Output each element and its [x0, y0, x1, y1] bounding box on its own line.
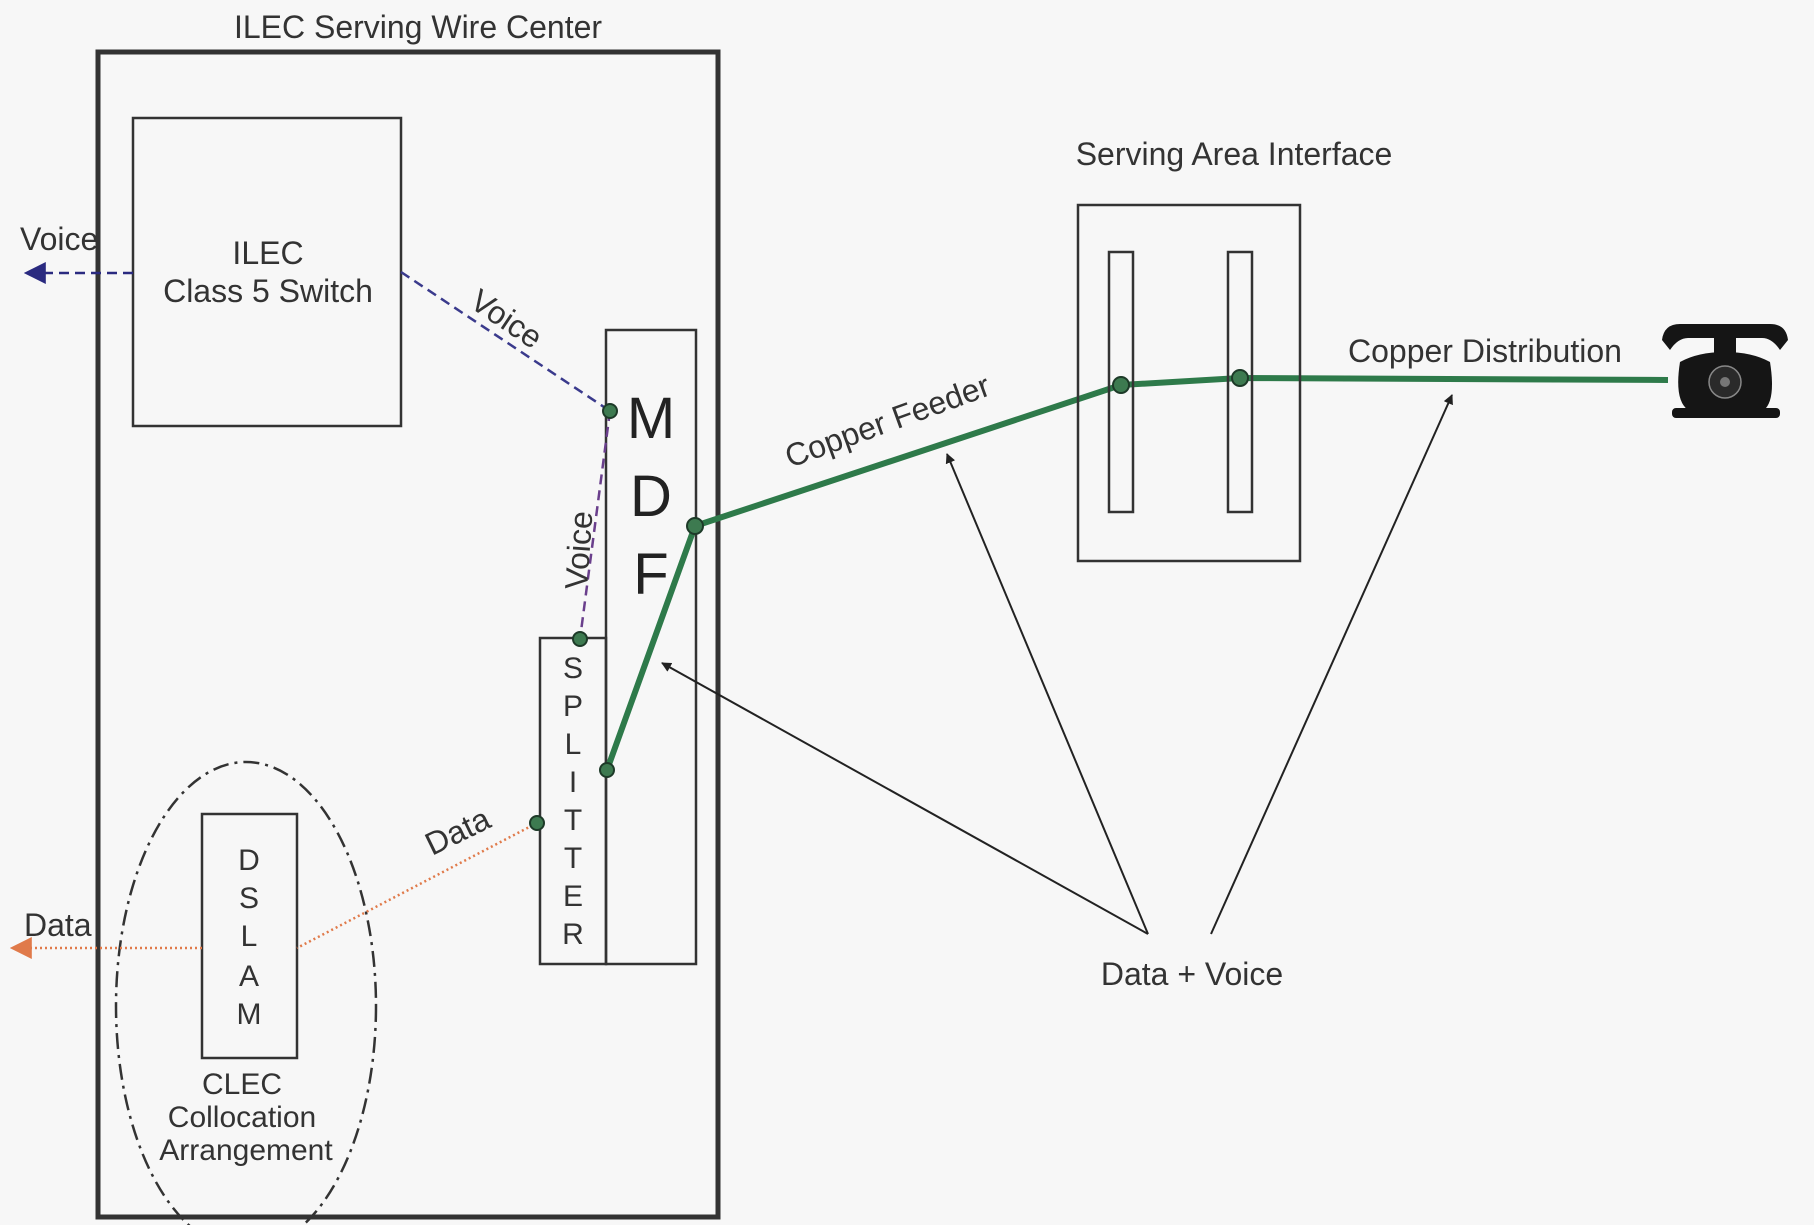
- data-voice-arrow-mdf: [661, 662, 1149, 935]
- copper-path: [604, 375, 1669, 772]
- splitter-letter: T: [564, 804, 582, 837]
- switch-label-line2: Class 5 Switch: [163, 273, 373, 309]
- voice-switch-link: [400, 270, 611, 413]
- splitter-copper-node: [599, 762, 615, 778]
- data-link: [296, 821, 538, 950]
- copper-distribution-label: Copper Distribution: [1348, 333, 1622, 369]
- dslam-letter: D: [238, 844, 260, 877]
- dslam-letter: A: [239, 960, 259, 993]
- splitter-box: [538, 636, 608, 966]
- sai-right-node: [1231, 369, 1249, 387]
- voice-splitter-link: [578, 410, 612, 640]
- telephone-icon: [1662, 324, 1788, 418]
- splitter-letter: T: [564, 842, 582, 875]
- mdf-letter-f: F: [633, 542, 668, 607]
- clec-collocation-ellipse: [114, 760, 378, 1225]
- copper-feeder-label: Copper Feeder: [780, 367, 995, 475]
- dslam-letter: L: [241, 920, 258, 953]
- mdf-copper-node: [686, 517, 704, 535]
- mdf-letter-d: D: [630, 464, 672, 529]
- wire-center-title: ILEC Serving Wire Center: [234, 9, 602, 45]
- splitter-letter: E: [563, 880, 583, 913]
- dslam-letter: M: [237, 998, 262, 1031]
- mdf-letter-m: M: [627, 386, 675, 451]
- data-voice-arrow-distribution: [1210, 394, 1453, 935]
- voice-splitter-link-label: Voice: [558, 510, 599, 591]
- mdf-voice-node: [602, 403, 618, 419]
- splitter-letter: L: [565, 728, 582, 761]
- sai-title: Serving Area Interface: [1076, 136, 1393, 172]
- dslam-box: [200, 812, 299, 1060]
- splitter-data-node: [529, 815, 545, 831]
- clec-label-line2: Collocation: [168, 1101, 316, 1134]
- data-voice-arrow-feeder: [945, 453, 1149, 935]
- sai-box: [1076, 203, 1302, 563]
- sai-terminal-right: [1226, 250, 1254, 514]
- splitter-letter: I: [569, 766, 577, 799]
- class5-switch-box: [131, 116, 403, 428]
- data-link-label: Data: [419, 800, 496, 862]
- clec-label-line1: CLEC: [202, 1068, 282, 1101]
- switch-label-line1: ILEC: [232, 235, 303, 271]
- splitter-letter: P: [563, 690, 583, 723]
- wire-center-box: [95, 49, 721, 1220]
- data-out-label: Data: [24, 907, 92, 943]
- voice-out-label: Voice: [20, 221, 98, 257]
- sai-terminal-left: [1107, 250, 1135, 514]
- dslam-letter: S: [239, 882, 259, 915]
- splitter-letter: S: [563, 652, 583, 685]
- clec-label-line3: Arrangement: [159, 1134, 333, 1167]
- splitter-letter: R: [562, 918, 584, 951]
- data-voice-label: Data + Voice: [1101, 956, 1283, 992]
- splitter-voice-node: [572, 631, 588, 647]
- voice-switch-link-label: Voice: [464, 282, 549, 356]
- sai-left-node: [1112, 376, 1130, 394]
